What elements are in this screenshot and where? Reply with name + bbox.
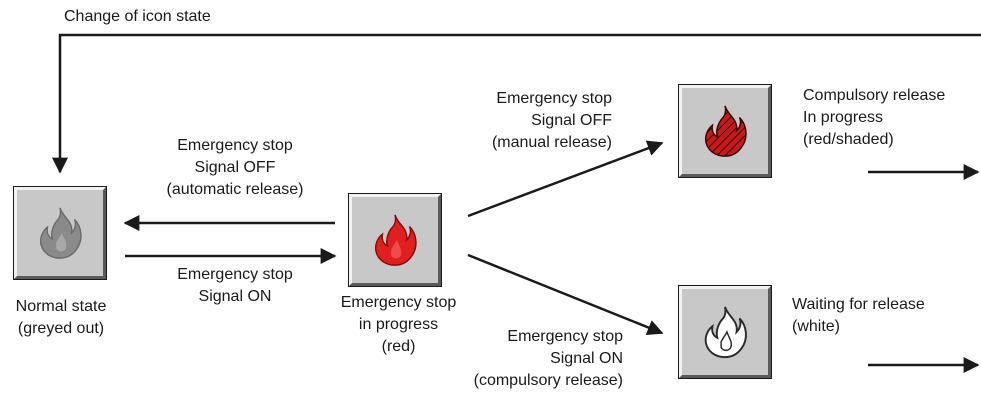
compulsory-state-icon-box bbox=[678, 84, 772, 178]
header-label: Change of icon state bbox=[64, 6, 211, 28]
transition-off-manual-line1: Emergency stop bbox=[496, 90, 612, 107]
compulsory-state-line2: In progress bbox=[803, 109, 884, 126]
header-text: Change of icon state bbox=[64, 8, 211, 25]
transition-off-auto-line3: (automatic release) bbox=[166, 181, 304, 198]
flame-hatched-icon bbox=[704, 105, 747, 157]
feedback-loop-line bbox=[52, 33, 981, 174]
normal-state-label: Normal state (greyed out) bbox=[6, 296, 116, 340]
compulsory-state-line1: Compulsory release bbox=[803, 87, 946, 104]
arrow-on-compulsory bbox=[467, 253, 664, 336]
transition-off-manual-label: Emergency stop Signal OFF (manual releas… bbox=[440, 88, 612, 154]
waiting-state-line1: Waiting for release bbox=[792, 296, 925, 313]
arrow-off-manual bbox=[467, 140, 664, 218]
transition-off-manual-line3: (manual release) bbox=[491, 134, 612, 151]
normal-state-icon-box bbox=[13, 186, 107, 280]
transition-on-compulsory-line3: (compulsory release) bbox=[473, 372, 623, 389]
waiting-state-icon-box bbox=[678, 285, 772, 379]
waiting-state-line2: (white) bbox=[792, 318, 841, 335]
transition-off-auto-line2: Signal OFF bbox=[194, 159, 276, 176]
emergency-state-icon-box bbox=[348, 193, 442, 287]
emergency-state-label: Emergency stop in progress (red) bbox=[326, 292, 471, 358]
flame-icon bbox=[374, 214, 417, 266]
transition-off-auto-label: Emergency stop Signal OFF (automatic rel… bbox=[140, 135, 330, 201]
normal-state-line1: Normal state bbox=[15, 298, 107, 315]
transition-on-compulsory-line1: Emergency stop bbox=[507, 328, 623, 345]
waiting-state-label: Waiting for release (white) bbox=[792, 294, 925, 338]
transition-on-line2: Signal ON bbox=[198, 288, 272, 305]
normal-state-line2: (greyed out) bbox=[17, 320, 105, 337]
transition-on-compulsory-line2: Signal ON bbox=[550, 350, 623, 367]
transition-on-compulsory-label: Emergency stop Signal ON (compulsory rel… bbox=[440, 326, 623, 392]
compulsory-state-label: Compulsory release In progress (red/shad… bbox=[803, 85, 945, 151]
emergency-state-line3: (red) bbox=[381, 338, 416, 355]
transition-on-line1: Emergency stop bbox=[177, 266, 293, 283]
transition-off-manual-line2: Signal OFF bbox=[531, 112, 612, 129]
compulsory-state-line3: (red/shaded) bbox=[803, 131, 894, 148]
transition-on-label: Emergency stop Signal ON bbox=[140, 264, 330, 308]
emergency-state-line2: in progress bbox=[358, 316, 439, 333]
flame-outline-icon bbox=[704, 306, 747, 359]
transition-off-auto-line1: Emergency stop bbox=[177, 137, 293, 154]
flame-icon bbox=[39, 207, 82, 259]
emergency-state-line1: Emergency stop bbox=[340, 294, 457, 311]
